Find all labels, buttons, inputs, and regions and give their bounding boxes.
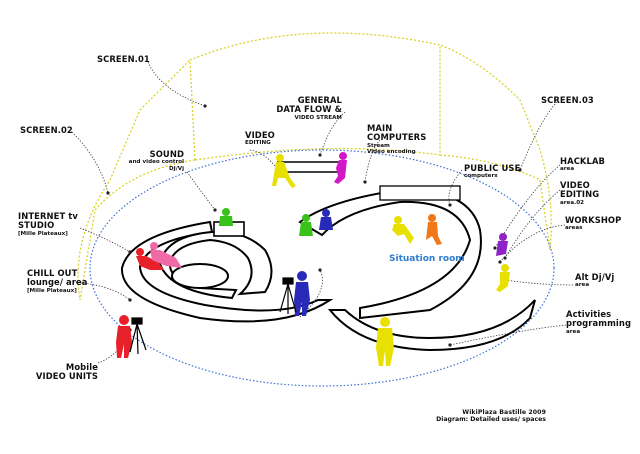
label-screen-03: SCREEN.03 [541,95,594,105]
label-mobile-video-units: Mobile VIDEO UNITS [35,362,98,382]
label-internet-tv-studio: INTERNET tv STUDIO [Mille Plateaux] [18,211,78,237]
label-main-computers: MAIN COMPUTERS Stream Video encoding [367,123,427,156]
screen-03-outline [439,44,552,251]
camera-tripod-icon [279,277,297,314]
figure-main-computers-blue [319,209,333,230]
figure-video-editor-magenta [334,152,347,184]
figure-video-editing-2-yellow [496,264,510,292]
figure-main-computers-green [299,214,313,236]
label-activities-programming: Activities programming area [566,309,632,335]
label-credit: WikiPlaza Bastille 2009 Diagram: Detaile… [436,409,546,423]
label-workshop: WORKSHOP areas [565,215,622,232]
label-screen-02: SCREEN.02 [20,125,73,135]
label-situation-room: Situation room [389,254,465,264]
figure-internet-tv-pink [150,242,182,268]
label-video-editing: VIDEO EDITING [245,130,275,147]
mobile-camera-tripod-icon [129,317,147,355]
spiral-platform [120,161,536,352]
figure-camera-operator-blue [294,271,310,316]
figure-mobile-video-red [116,315,132,358]
floor-area-outline [89,149,555,387]
label-general-data-flow: GENERAL DATA FLOW & VIDEO STREAM [276,95,342,121]
figure-public-use-yellow [392,216,414,244]
figure-activities-yellow [376,317,394,366]
label-alt-dj-vj: Alt Dj/Vj area [575,272,615,289]
label-hacklab: HACKLAB area [560,156,606,173]
figure-public-use-orange [426,214,442,245]
label-screen-01: SCREEN.01 [97,54,150,64]
figure-internet-tv-red [136,248,164,270]
label-video-editing-2: VIDEO EDITING area.02 [560,180,600,206]
figure-hacklab-purple [496,233,508,256]
figure-sound-green [219,208,233,226]
screen-02-outline [77,59,196,301]
figure-video-editor-yellow [272,154,296,188]
label-chill-out: CHILL OUT lounge/ area [Mille Plateaux] [27,268,88,294]
label-sound: SOUND and video control DJ/Vj [128,149,184,172]
label-public-use: PUBLIC USE computers [464,163,521,180]
